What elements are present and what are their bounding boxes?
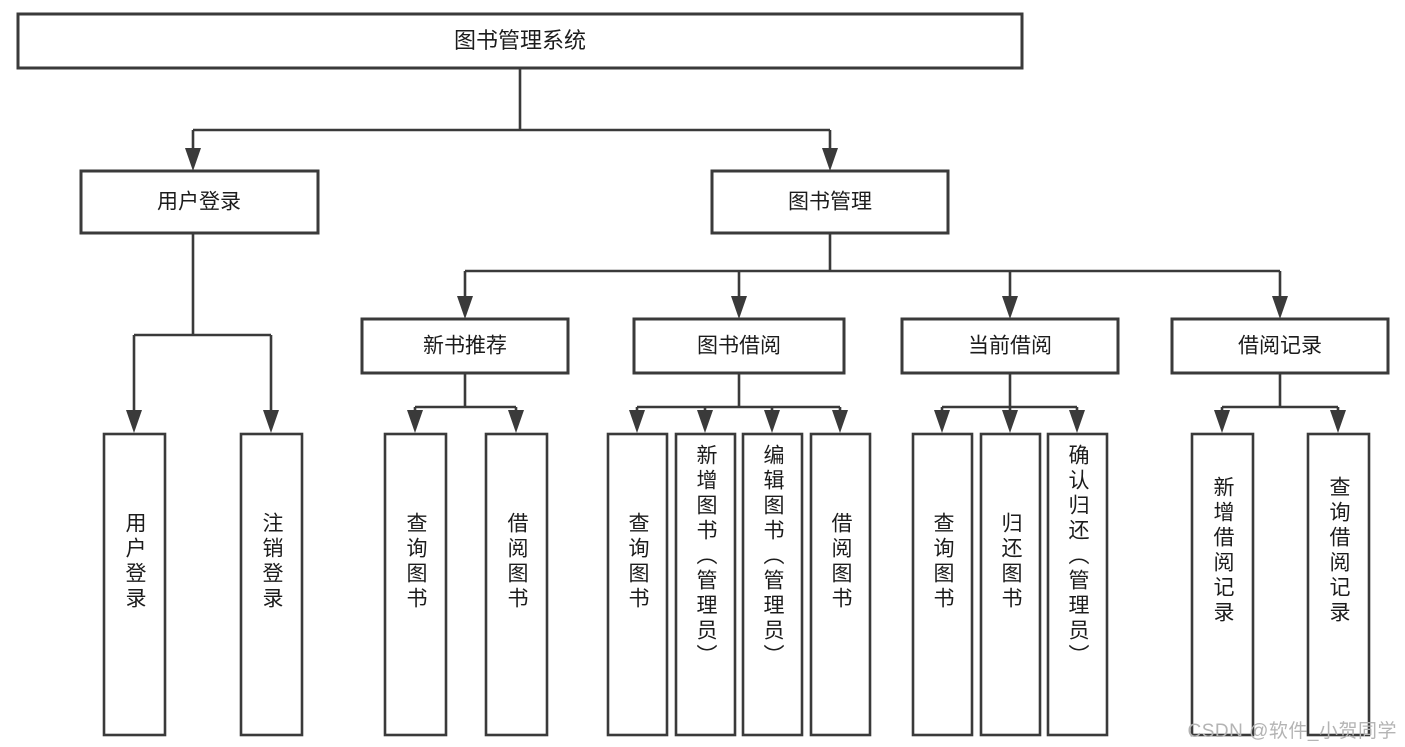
arrowhead-bookborrow-l0 <box>629 410 645 433</box>
leaf-book-borrow-1-box[interactable] <box>674 432 737 737</box>
arrowhead-currentborrow-l1 <box>1002 410 1018 433</box>
node-book-management-box[interactable] <box>710 169 950 235</box>
connector-group-root <box>185 68 838 171</box>
connector-group-userlogin <box>126 233 279 433</box>
node-root-box[interactable] <box>16 12 1024 70</box>
node-book-borrow-label: 图书借阅 <box>697 335 781 358</box>
connector-group-currentborrow <box>934 373 1085 433</box>
arrowhead-bookborrow-l1 <box>697 410 713 433</box>
arrowhead-borrowrecord-l0 <box>1214 410 1230 433</box>
node-new-book-recommend-box[interactable] <box>360 317 570 375</box>
arrowhead-borrowrecord-l1 <box>1330 410 1346 433</box>
leaf-user-login-0-box[interactable] <box>102 432 167 737</box>
leaf-borrow-record-0-box[interactable] <box>1190 432 1255 737</box>
leaf-new-book-rec-0-box[interactable] <box>383 432 448 737</box>
leaf-borrow-record-1-box[interactable] <box>1306 432 1371 737</box>
arrowhead-bookborrow <box>731 296 747 319</box>
arrowhead-bookborrow-l2 <box>764 410 780 433</box>
node-borrow-record-label: 借阅记录 <box>1238 335 1322 358</box>
leaf-current-borrow-2-box[interactable] <box>1046 432 1109 737</box>
arrowhead-currentborrow-l0 <box>934 410 950 433</box>
node-borrow-record-box[interactable] <box>1170 317 1390 375</box>
node-book-borrow-box[interactable] <box>632 317 846 375</box>
leaf-current-borrow-1-box[interactable] <box>979 432 1042 737</box>
node-user-login-label: 用户登录 <box>157 191 241 214</box>
arrowhead-newbook <box>457 296 473 319</box>
leaf-new-book-rec-1-box[interactable] <box>484 432 549 737</box>
arrowhead-userlogin-leaf0 <box>126 410 142 433</box>
arrowhead-currentborrow <box>1002 296 1018 319</box>
leaf-book-borrow-2-box[interactable] <box>741 432 804 737</box>
leaf-book-borrow-3-box[interactable] <box>809 432 872 737</box>
arrowhead-bookborrow-l3 <box>832 410 848 433</box>
node-book-management-label: 图书管理 <box>788 191 872 214</box>
leaf-book-borrow-0-box[interactable] <box>606 432 669 737</box>
arrowhead-bookmgmt <box>822 148 838 171</box>
arrowhead-currentborrow-l2 <box>1069 410 1085 433</box>
arrowhead-borrowrecord <box>1272 296 1288 319</box>
node-current-borrow-box[interactable] <box>900 317 1120 375</box>
arrowhead-userlogin-leaf1 <box>263 410 279 433</box>
node-root-label: 图书管理系统 <box>454 28 586 53</box>
node-user-login-box[interactable] <box>79 169 320 235</box>
arrowhead-newbook-l0 <box>407 410 423 433</box>
arrowhead-userlogin <box>185 148 201 171</box>
leaf-user-login-1-box[interactable] <box>239 432 304 737</box>
connector-group-bookborrow <box>629 373 848 433</box>
connector-group-bookmgmt <box>457 233 1288 319</box>
connector-group-newbook <box>407 373 524 433</box>
connector-group-borrowrecord <box>1214 373 1346 433</box>
node-new-book-recommend-label: 新书推荐 <box>423 335 507 358</box>
node-current-borrow-label: 当前借阅 <box>968 335 1052 358</box>
arrowhead-newbook-l1 <box>508 410 524 433</box>
leaf-current-borrow-0-box[interactable] <box>911 432 974 737</box>
